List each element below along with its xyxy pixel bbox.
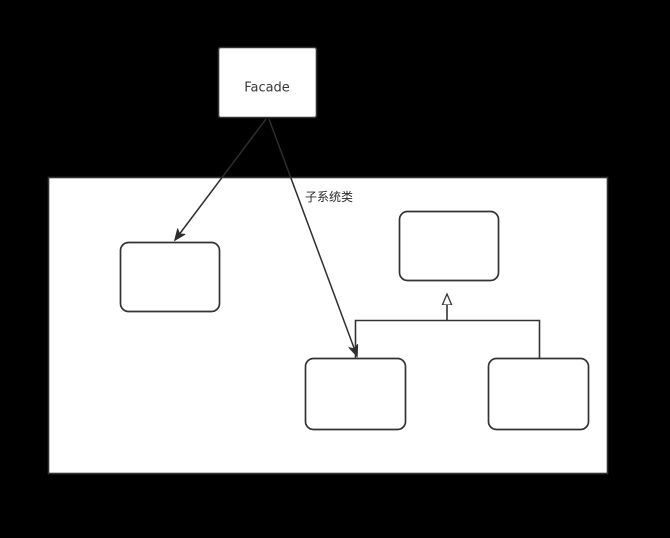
facade-node-label: Facade: [244, 81, 290, 96]
subsystem-parent-node[interactable]: [398, 210, 500, 282]
subsystem-child-right-node[interactable]: [487, 357, 590, 431]
subsystem-classes-label: 子系统类: [305, 190, 353, 204]
facade-node[interactable]: [217, 46, 318, 119]
subsystem-class-a-node[interactable]: [119, 241, 221, 313]
facade-to-class-a-edge[interactable]: [175, 118, 267, 240]
facade-to-child-left-edge[interactable]: [268, 118, 357, 356]
subsystem-child-left-node[interactable]: [304, 357, 407, 431]
